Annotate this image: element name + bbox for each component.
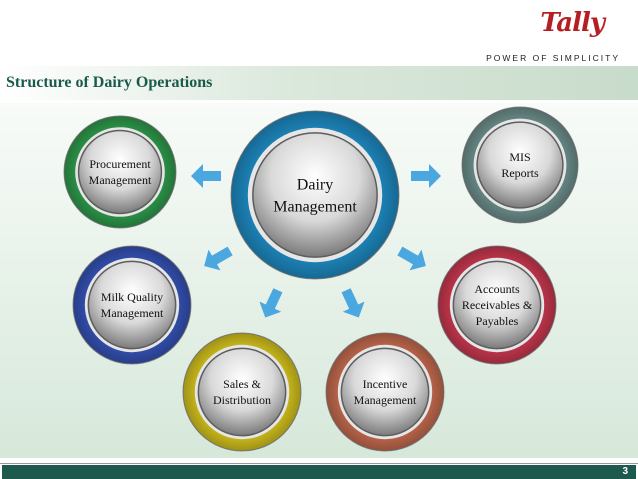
accounts-label-line: Receivables & bbox=[462, 298, 533, 312]
mis-label-line: MIS bbox=[509, 150, 530, 164]
incentive-label-line: Incentive bbox=[363, 377, 408, 391]
accounts-label-line: Accounts bbox=[474, 282, 520, 296]
page-number: 3 bbox=[622, 466, 628, 477]
sales-button bbox=[197, 347, 287, 437]
dairy-management-label-line: Management bbox=[273, 199, 357, 216]
connector-arrow bbox=[341, 288, 365, 318]
connector-arrow bbox=[411, 164, 441, 188]
tally-logo: Tally POWER OF SIMPLICITY bbox=[486, 6, 624, 63]
milk-quality-label-line: Milk Quality bbox=[101, 290, 163, 304]
procurement-label-line: Procurement bbox=[89, 157, 151, 171]
sales-node: Sales & Distribution bbox=[182, 332, 302, 452]
footer-bar: 3 bbox=[2, 465, 636, 479]
accounts-label-line: Payables bbox=[476, 314, 519, 328]
procurement-button bbox=[77, 129, 163, 215]
connector-arrow bbox=[259, 288, 283, 318]
dairy-management-label-line: Dairy bbox=[297, 177, 333, 194]
mis-label-line: Reports bbox=[501, 166, 539, 180]
logo-wordmark: Tally bbox=[540, 8, 605, 38]
sales-label-line: Sales & bbox=[223, 377, 261, 391]
slide-title: Structure of Dairy Operations bbox=[6, 74, 213, 91]
incentive-label-line: Management bbox=[354, 393, 417, 407]
dairy-management-button bbox=[252, 132, 378, 258]
mis-button bbox=[476, 121, 564, 209]
procurement-label-line: Management bbox=[89, 173, 152, 187]
footer-divider bbox=[0, 463, 638, 464]
connector-arrow bbox=[191, 164, 221, 188]
sales-label-line: Distribution bbox=[213, 393, 271, 407]
accounts-button bbox=[452, 260, 542, 350]
connector-arrow bbox=[397, 246, 426, 271]
incentive-button bbox=[340, 347, 430, 437]
title-bar bbox=[0, 66, 638, 100]
connector-arrow bbox=[204, 246, 233, 271]
milk-quality-button bbox=[87, 260, 177, 350]
logo-tagline: POWER OF SIMPLICITY bbox=[486, 53, 620, 63]
milk-quality-label-line: Management bbox=[101, 306, 164, 320]
mis-node: MIS Reports bbox=[461, 106, 579, 224]
